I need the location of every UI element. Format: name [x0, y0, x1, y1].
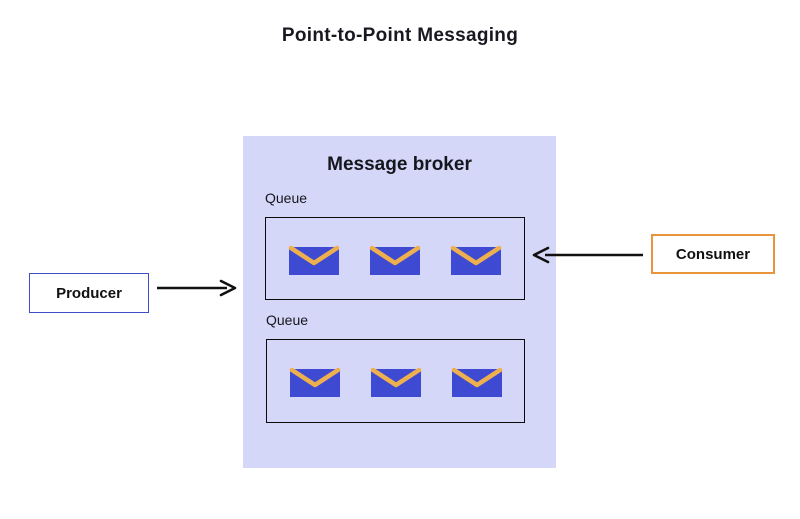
envelope-icon	[289, 367, 340, 397]
producer-label: Producer	[56, 284, 122, 302]
queue-box	[266, 339, 525, 423]
envelope-icon	[450, 245, 502, 275]
message-broker-panel: Message broker Queue Queue	[243, 136, 556, 468]
envelope-icon	[451, 367, 502, 397]
page-title: Point-to-Point Messaging	[281, 25, 519, 46]
envelope-icon	[369, 245, 421, 275]
queue-box	[265, 217, 525, 300]
broker-title: Message broker	[327, 154, 472, 175]
queue-label: Queue	[265, 190, 308, 206]
envelope-icon	[288, 245, 340, 275]
producer-node: Producer	[29, 273, 149, 313]
queue-label: Queue	[266, 312, 309, 328]
envelope-icon	[370, 367, 421, 397]
consumer-label: Consumer	[675, 245, 751, 263]
consumer-arrow-icon	[532, 246, 643, 264]
consumer-node: Consumer	[651, 234, 775, 274]
producer-arrow-icon	[157, 279, 237, 297]
